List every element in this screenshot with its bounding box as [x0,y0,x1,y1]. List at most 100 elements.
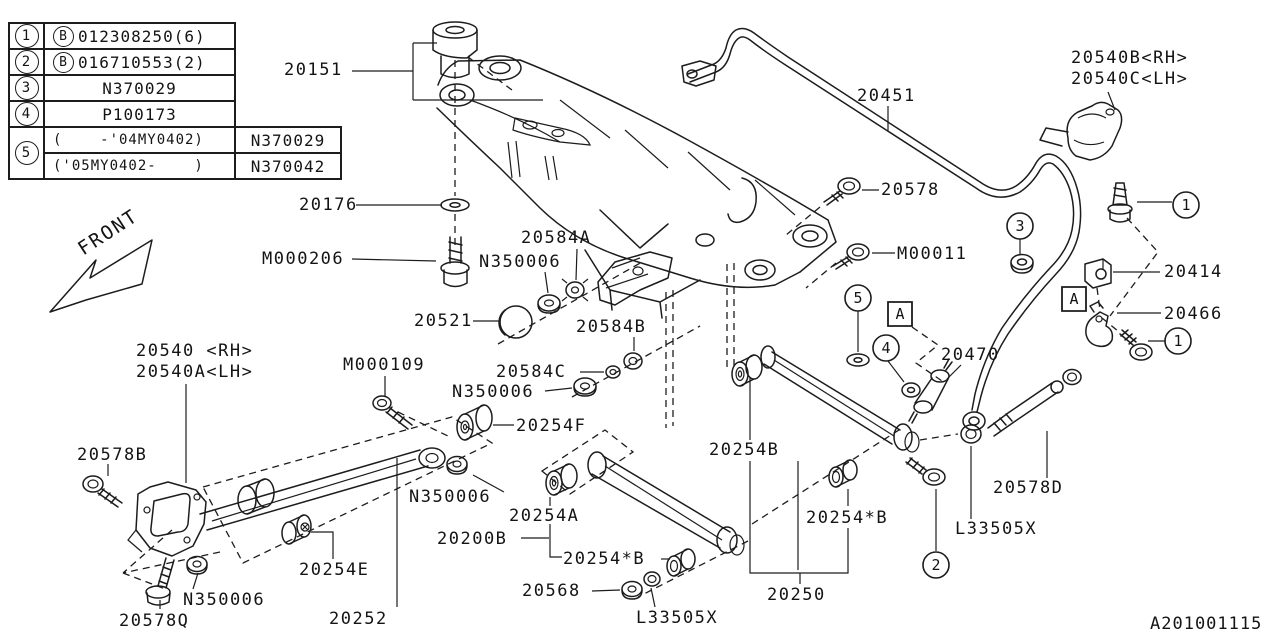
bolt-callout1-lower [1120,330,1152,360]
part-label-20578: 20578 [881,180,940,200]
stabilizer-bar-20451 [682,29,1081,430]
table-part-cell: N370042 [234,152,342,180]
bushing-20254f [457,405,492,440]
part-label-20568: 20568 [522,581,581,601]
part-label-20578q: 20578Q [119,611,190,631]
part-label-20254f: 20254F [516,416,587,436]
part-number: 016710553(2) [78,52,206,72]
callout-1-top: 1 [1173,192,1199,218]
callout-4-badge: 4 [14,102,39,126]
lateral-link-20250 [761,346,919,452]
callout-4: 4 [873,335,899,361]
bracket-20540 [128,482,206,556]
nut-20568 [622,582,642,600]
stabilizer-link-20470 [909,359,952,423]
washer-callout4 [902,383,920,397]
circled-b-icon: B [53,25,74,47]
bolt-20578d [988,370,1081,437]
callout-4-label: 4 [881,339,890,357]
part-label-20584c: 20584C [496,362,567,382]
callout-2-label: 2 [931,556,940,574]
callout-3: 3 [1007,213,1033,239]
bolt-20578 [824,178,860,205]
callout-1-badge: 1 [14,24,39,48]
part-label-20584b: 20584B [576,317,647,337]
part-label-n350006-top: N350006 [479,252,562,272]
nut-n350006-bl [187,557,207,575]
part-label-n350006-arm: N350006 [409,487,492,507]
part-label-20521: 20521 [414,311,473,331]
table-range-cell: ('05MY0402- ) [43,152,236,180]
callout-2-badge: 2 [14,50,39,74]
stabilizer-bracket-plate [598,252,672,305]
part-number: N370029 [250,130,326,150]
callout-2: 2 [923,552,949,578]
nut-n350006-top [538,295,560,313]
part-label-m000206: M000206 [262,249,345,269]
washer-20176 [441,199,469,211]
cap-20521 [499,306,532,338]
part-label-m00011: M00011 [897,244,968,264]
circled-b-icon: B [53,51,74,73]
part-label-20200b: 20200B [437,529,508,549]
crossmember-drawing [437,56,836,318]
part-label-20176: 20176 [299,195,358,215]
table-part-cell: N370029 [234,126,342,154]
callout-5: 5 [845,285,871,311]
construction-dashes [123,57,1158,597]
clamp-20466 [1086,302,1113,346]
part-label-m000109: M000109 [343,355,426,375]
table-part-cell: P100173 [43,100,236,128]
bolt-m000109 [373,396,412,429]
mount-bushing-20151 [433,22,477,78]
bushing-20254xb1 [667,549,695,576]
bolt-callout1-top [1108,183,1132,222]
washer-l33505x-1 [644,572,660,586]
part-label-20252: 20252 [329,609,388,629]
table-num-cell: 1 [8,22,45,50]
callout-5-badge: 5 [14,141,39,165]
table-num-cell: 2 [8,48,45,76]
lateral-link-20252 [200,448,445,530]
part-label-20578b: 20578B [77,445,148,465]
callout-3-label: 3 [1015,217,1024,235]
nut-callout3 [1011,255,1033,274]
part-number: 012308250(6) [78,26,206,46]
part-label-20540b-rh: 20540B<RH> [1071,48,1189,68]
part-label-20254b: 20254B [709,440,780,460]
part-label-20254xb-1: 20254*B [563,549,646,569]
part-number: N370029 [102,78,177,98]
lateral-link-20200b [588,452,744,555]
callout-1-lower: 1 [1165,328,1191,354]
bolt-callout2 [906,458,945,485]
part-label-20254e: 20254E [299,560,370,580]
a-box-center: A [888,302,912,326]
bolt-m00011 [833,244,869,269]
table-num-cell: 3 [8,74,45,102]
part-label-n350006-bl: N350006 [183,590,266,610]
bushing-20254b [732,355,762,386]
part-label-20584a: 20584A [521,228,592,248]
leader-lines [108,43,1172,609]
callout-1-lower-label: 1 [1173,332,1182,350]
part-number: N370042 [250,156,326,176]
bushing-20254e [282,515,311,544]
bolt-20578b [83,476,122,507]
model-year-range: ( -'04MY0402) [53,132,204,148]
washer-l33505x-2 [961,425,981,443]
bushing-20254a [546,464,577,495]
bushing-20414 [1085,259,1111,288]
part-label-20540c-lh: 20540C<LH> [1071,69,1189,89]
nut-n350006-arm [447,457,467,475]
diagram-number: A201001115 [1150,614,1263,634]
a-box-right-label: A [1069,290,1078,308]
part-label-n350006-mid: N350006 [452,382,535,402]
part-label-20540a-lh: 20540A<LH> [136,362,254,382]
part-label-20250: 20250 [767,585,826,605]
callout-5-label: 5 [853,289,862,307]
callout-3-badge: 3 [14,76,39,100]
